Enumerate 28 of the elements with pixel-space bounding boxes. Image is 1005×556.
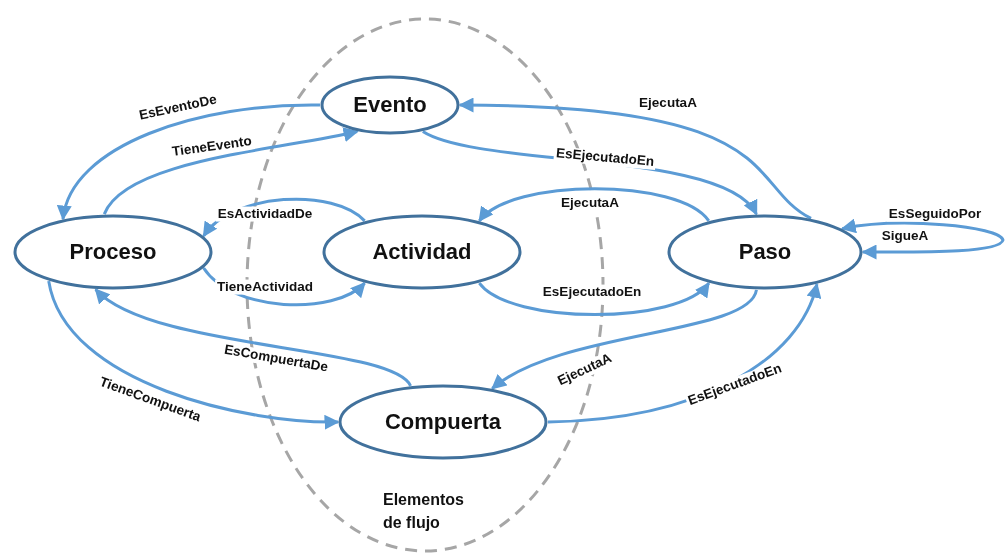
group-label: Elementos de flujo [383,490,465,534]
relation-arrow [478,282,710,316]
edge-label: EsActividadDe [215,206,315,222]
concept-label: Compuerta [384,409,502,435]
concept-ellipse [338,384,548,460]
edge-label: EsEjecutadoEn [540,284,644,300]
relation-arrow [58,103,320,221]
concept-ellipse [13,214,213,290]
relation-arrow [47,280,340,430]
concept-ellipse [320,75,460,135]
concept-label: Evento [353,92,427,118]
edge-label: TieneActividad [215,279,315,295]
relation-name: SigueA [880,228,930,244]
relation-arrow [491,289,758,390]
relation-arrow [458,97,812,220]
concept-ellipse [667,214,863,290]
relation-arrow [478,187,710,222]
relation-arrow [94,288,412,387]
concept-label: Paso [738,239,792,265]
concept-label: Proceso [69,239,157,265]
edge-label: EsSeguidoPor [886,206,984,222]
relation-arrow [840,219,1005,260]
concept-ellipse [322,214,522,290]
concept-label: Actividad [372,239,472,265]
edge-label: EjecutaA [637,95,699,111]
relation-arrow [103,127,359,215]
edge-label: EjecutaA [559,195,621,211]
edge-label: EsEjecutadoEn [553,146,657,170]
